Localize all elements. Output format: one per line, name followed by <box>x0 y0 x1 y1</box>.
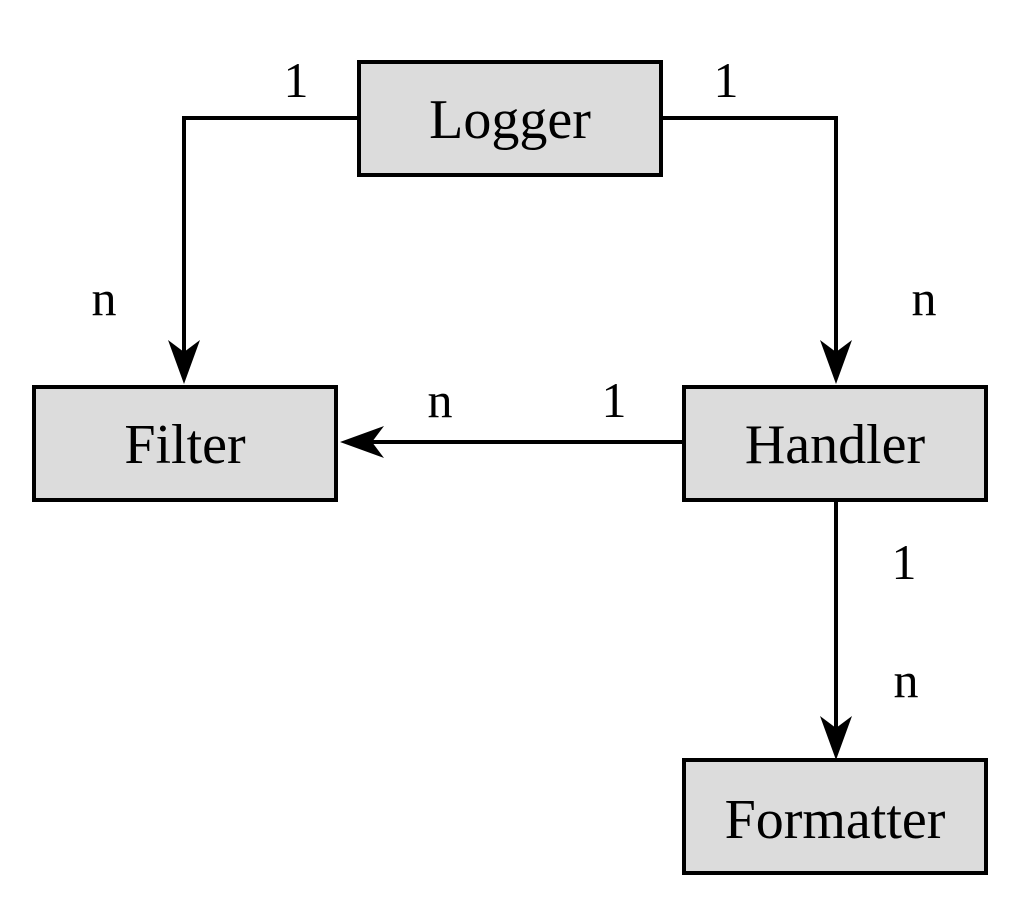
multiplicity-logger-filter-source: 1 <box>284 52 309 108</box>
edge-logger-filter <box>168 116 358 384</box>
multiplicity-logger-handler-source: 1 <box>714 52 739 108</box>
multiplicity-logger-handler-target: n <box>912 270 937 326</box>
multiplicity-logger-filter-target: n <box>92 270 117 326</box>
edge-handler-formatter <box>820 500 852 760</box>
arrowhead-icon <box>340 426 384 458</box>
node-formatter-label: Formatter <box>725 789 946 851</box>
edge-line <box>182 116 358 360</box>
arrowhead-icon <box>820 716 852 760</box>
node-logger-label: Logger <box>429 89 591 151</box>
edge-line <box>662 116 838 360</box>
multiplicity-handler-filter-target: n <box>428 372 453 428</box>
multiplicity-handler-formatter-target: n <box>894 652 919 708</box>
edge-handler-filter <box>340 426 684 458</box>
arrowhead-icon <box>168 340 200 384</box>
multiplicity-handler-filter-source: 1 <box>602 372 627 428</box>
node-logger: Logger <box>357 60 663 177</box>
node-handler-label: Handler <box>745 414 926 476</box>
multiplicity-handler-formatter-source: 1 <box>892 534 917 590</box>
node-filter-label: Filter <box>124 414 246 476</box>
arrowhead-icon <box>820 340 852 384</box>
node-handler: Handler <box>682 385 988 502</box>
node-filter: Filter <box>32 385 338 502</box>
node-formatter: Formatter <box>682 758 988 875</box>
edge-logger-handler <box>662 116 852 384</box>
